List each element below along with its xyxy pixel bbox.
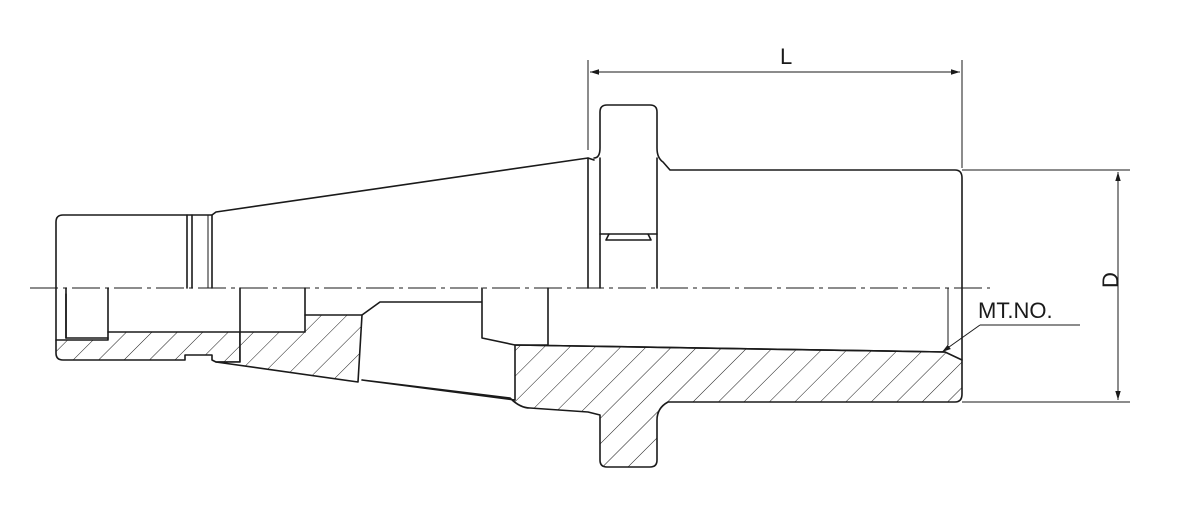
taper-shank-outline [211,157,595,216]
lower-section-view [55,287,963,468]
dimension-L: L [587,44,963,168]
drive-slot [599,233,658,241]
flange-outline [587,104,963,289]
callout-leader-line [941,324,981,353]
callout-mt-no: MT.NO. [941,298,1080,353]
dimension-D-label: D [1098,272,1123,288]
upper-exterior-view [55,104,963,289]
collet-nut-section [55,331,241,363]
dimension-L-label: L [780,44,792,69]
collet-nut-outline [55,214,188,289]
dimension-D: D [962,169,1130,403]
taper-body-section [215,314,363,383]
main-body-section [361,344,963,468]
callout-label: MT.NO. [978,298,1053,323]
